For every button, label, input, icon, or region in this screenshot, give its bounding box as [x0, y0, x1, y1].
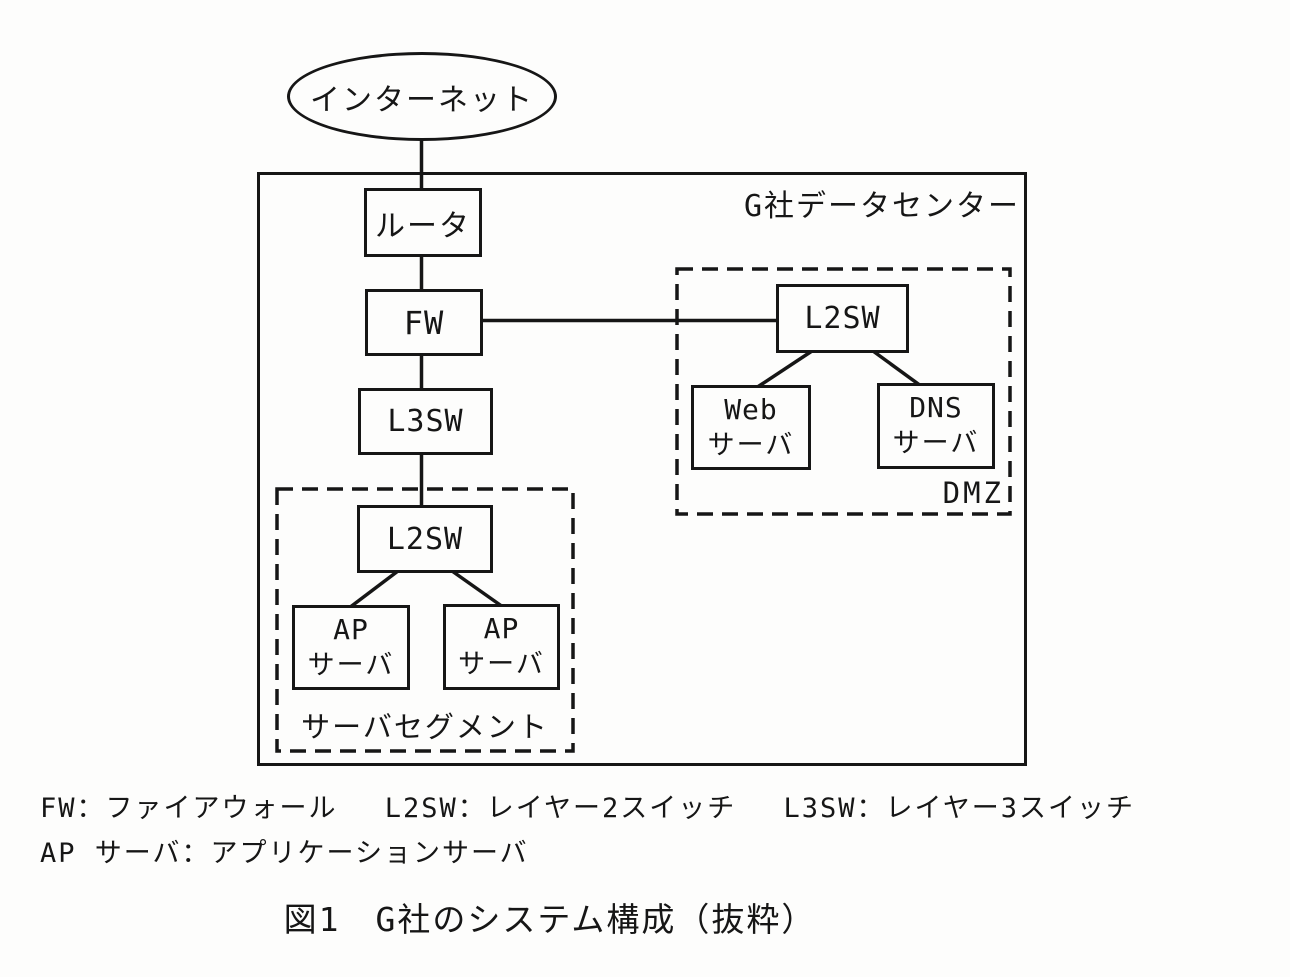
- server-segment-label: サーバセグメント: [301, 710, 549, 744]
- ap-server-2-line2: サーバ: [458, 649, 545, 680]
- node-l3sw: L3SW: [358, 388, 493, 455]
- legend-line-2: AP サーバ：アプリケーションサーバ: [40, 838, 529, 869]
- ap-server-2-line1: AP: [483, 612, 520, 645]
- node-l2sw-dmz: L2SW: [776, 284, 909, 353]
- link-l2swdmz-web: [755, 349, 813, 390]
- figure-caption: 図1 G社のシステム構成（抜粋）: [283, 900, 817, 939]
- link-l2swdmz-dns: [871, 349, 923, 388]
- node-firewall: FW: [365, 289, 483, 356]
- node-web-server: Web サーバ: [691, 385, 811, 470]
- internet-label: インターネット: [310, 82, 534, 118]
- dns-server-line2: サーバ: [892, 428, 980, 459]
- ap-server-1-line1: AP: [333, 612, 369, 646]
- dns-server-line1: DNS: [909, 391, 963, 424]
- node-ap-server-2: AP サーバ: [443, 604, 560, 690]
- datacenter-label: G社データセンター: [743, 189, 1020, 224]
- firewall-label: FW: [403, 303, 445, 342]
- web-server-line1: Web: [724, 392, 778, 426]
- l2sw-dmz-label: L2SW: [804, 301, 881, 336]
- l2sw-server-segment-label: L2SW: [386, 521, 464, 557]
- internet-cloud: インターネット: [287, 52, 557, 141]
- node-router: ルータ: [364, 188, 482, 257]
- l3sw-label: L3SW: [387, 404, 464, 439]
- dmz-boundary: [675, 267, 1012, 516]
- ap-server-1-line2: サーバ: [307, 649, 395, 681]
- node-ap-server-1: AP サーバ: [292, 605, 410, 690]
- node-dns-server: DNS サーバ: [877, 383, 995, 469]
- router-label: ルータ: [375, 208, 471, 244]
- server-segment-boundary: [275, 487, 575, 753]
- web-server-line2: サーバ: [707, 429, 795, 461]
- legend-line-1: FW：ファイアウォール L2SW：レイヤー2スイッチ L3SW：レイヤー3スイッ…: [40, 793, 1135, 824]
- datacenter-boundary: [257, 172, 1027, 766]
- link-l2sw-ap1: [347, 569, 400, 610]
- dmz-label: DMZ: [942, 476, 1004, 510]
- node-l2sw-server-segment: L2SW: [357, 505, 493, 573]
- link-l2sw-ap2: [450, 569, 505, 609]
